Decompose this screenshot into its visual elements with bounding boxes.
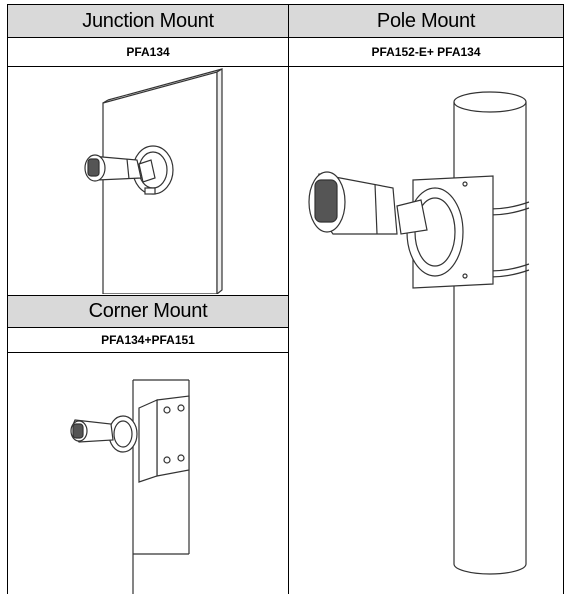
row-divider-corner-top	[7, 295, 289, 296]
corner-mount-illustration	[57, 374, 257, 594]
mount-table: Junction Mount Pole Mount PFA134 PFA152-…	[7, 4, 564, 594]
row-divider-corner-header	[7, 327, 289, 328]
header-junction-mount: Junction Mount	[8, 5, 288, 37]
model-corner-mount: PFA134+PFA151	[101, 333, 195, 347]
junction-mount-drawing	[84, 68, 223, 294]
column-divider	[288, 4, 289, 594]
row-divider-corner-model	[7, 352, 289, 353]
junction-mount-illustration	[67, 68, 237, 294]
pole-mount-drawing	[308, 91, 530, 575]
table-border-top	[7, 4, 564, 5]
pole-mount-illustration	[293, 84, 543, 590]
row-divider-header	[7, 37, 564, 38]
model-pole-mount: PFA152-E+ PFA134	[371, 45, 481, 59]
model-junction-mount: PFA134	[126, 45, 170, 59]
row-divider-model	[7, 66, 564, 67]
header-pole-mount: Pole Mount	[289, 5, 563, 37]
header-corner-mount: Corner Mount	[8, 296, 288, 327]
table-border-left	[7, 4, 8, 594]
corner-mount-drawing	[70, 379, 190, 594]
